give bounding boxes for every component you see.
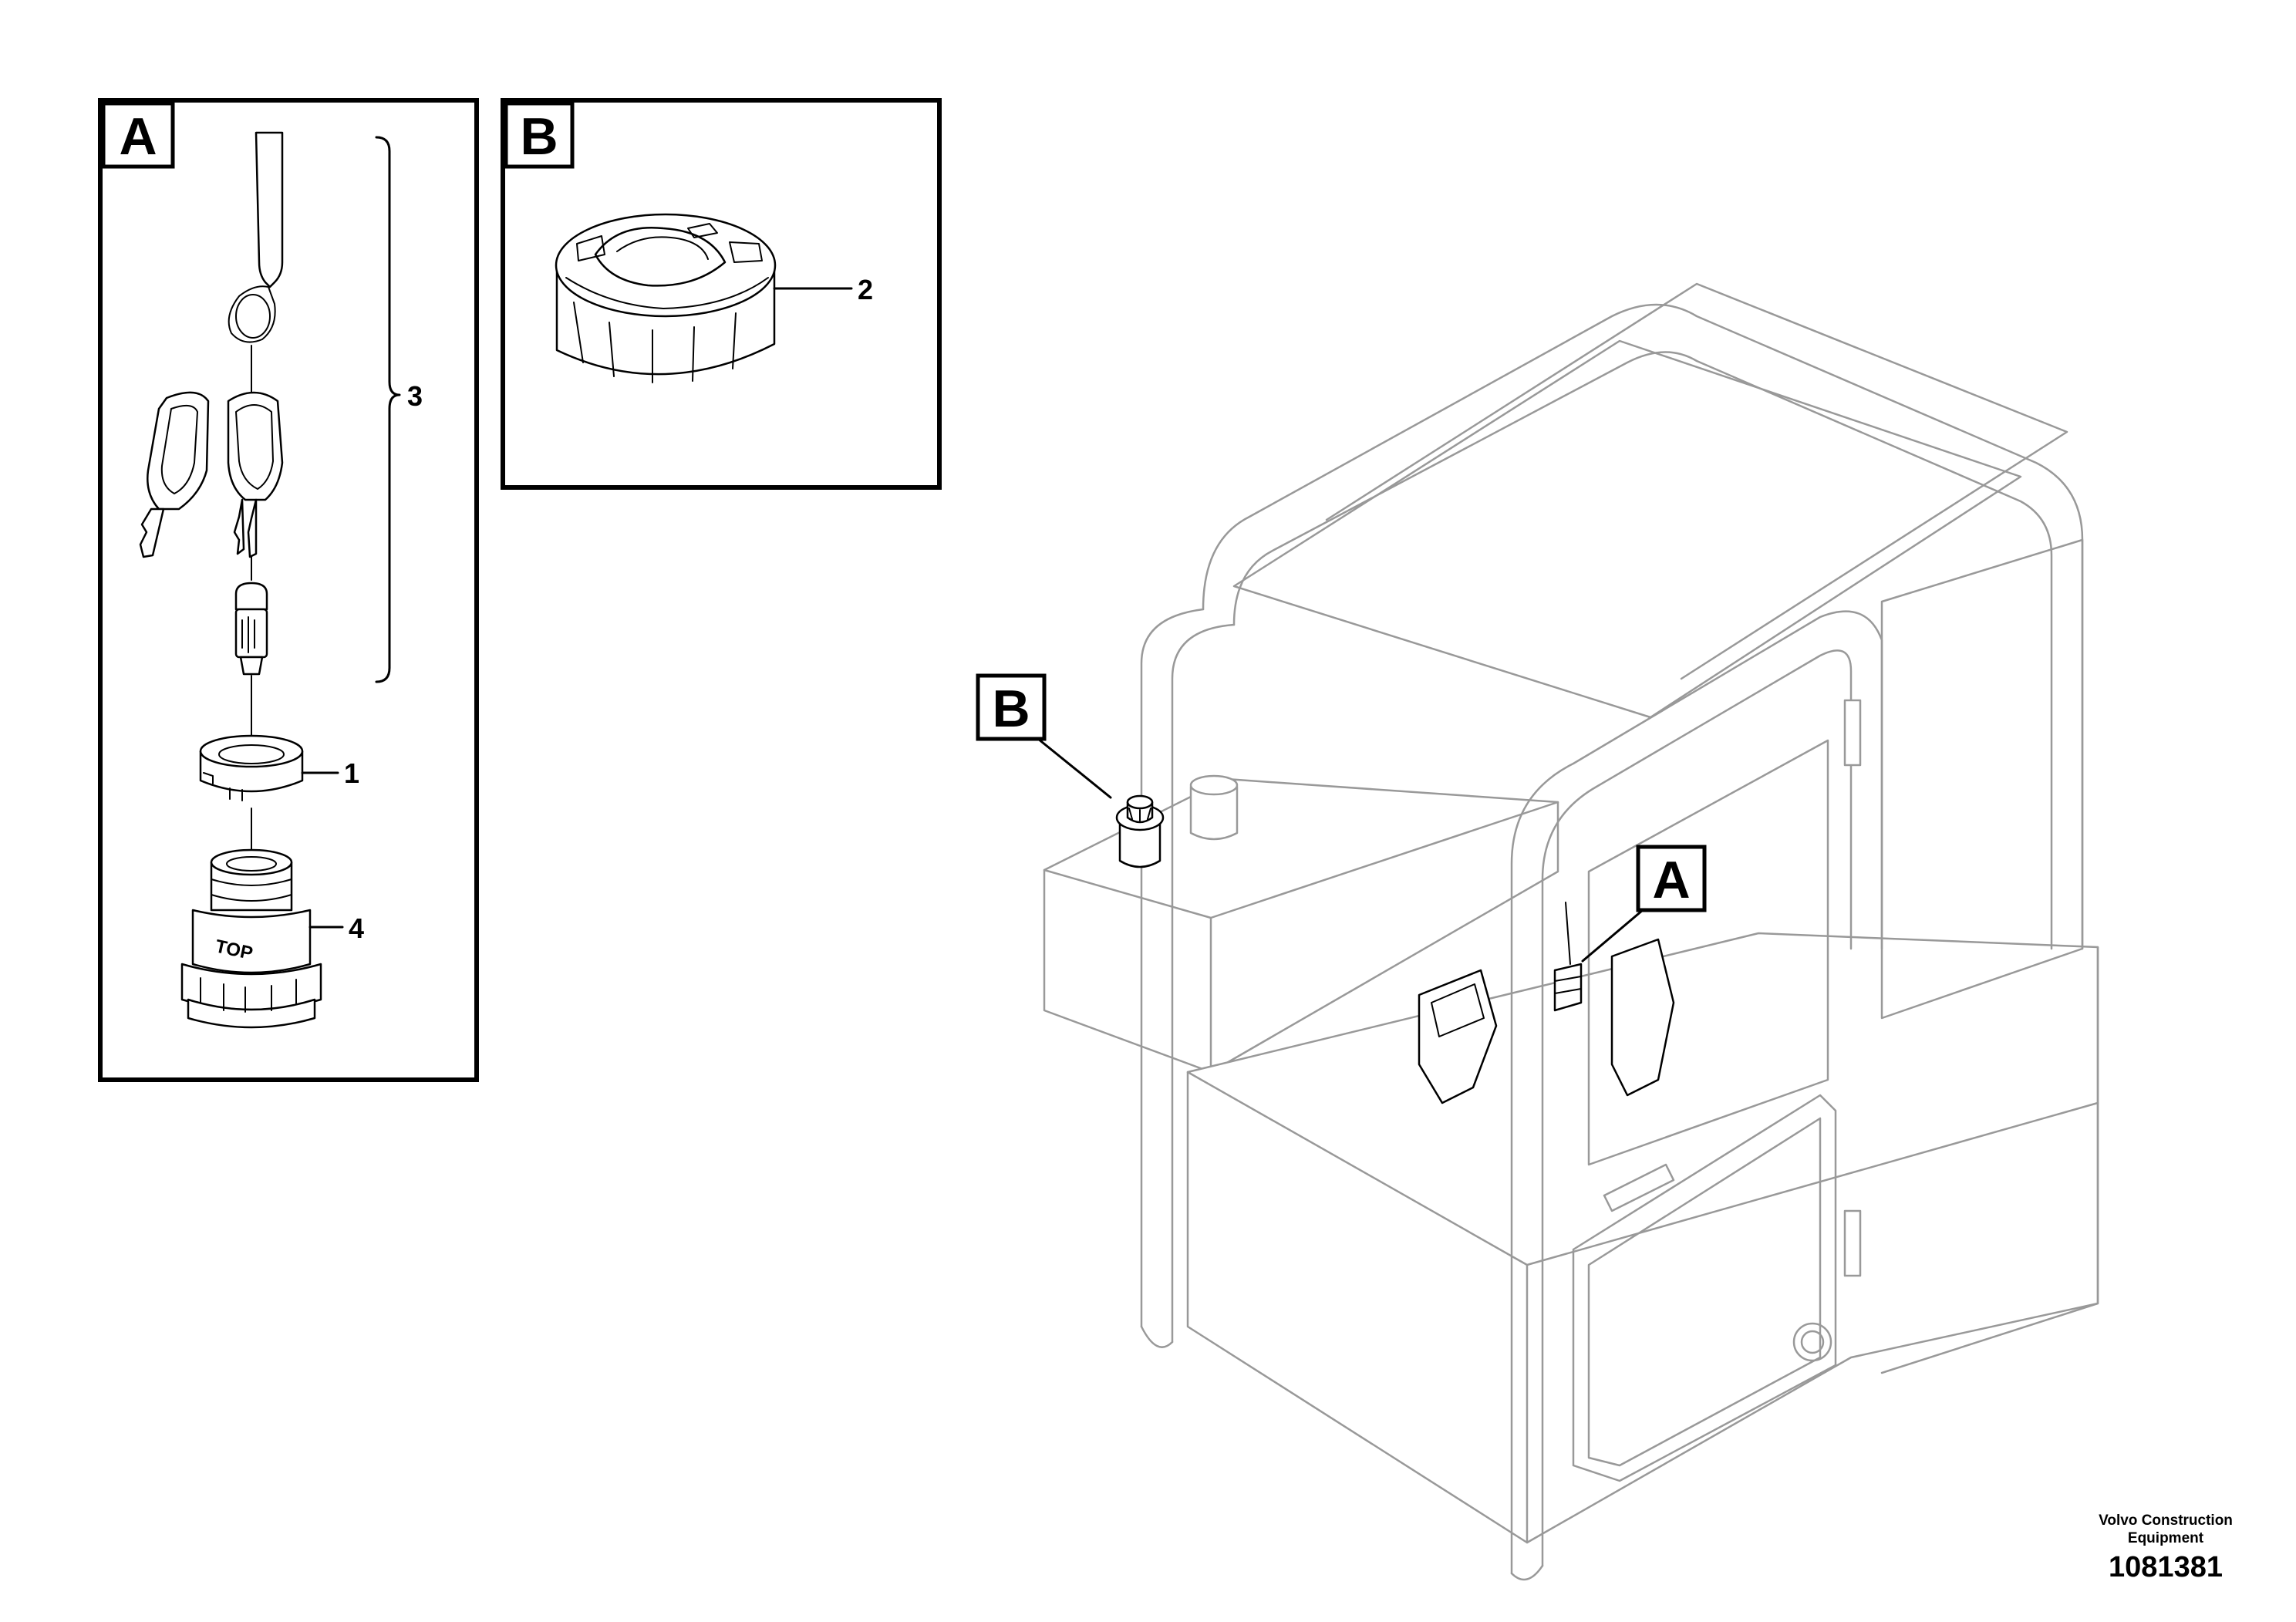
collar-part-1: [199, 734, 304, 801]
fuel-cap-location: [1115, 794, 1165, 868]
detail-a-panel: A 3: [98, 98, 479, 1082]
ignition-switch-part-4: TOP: [180, 848, 322, 1029]
company-line-1: Volvo Construction: [2099, 1512, 2233, 1529]
group-3-bracket: [375, 136, 401, 683]
key-left: [139, 391, 210, 558]
key-right: [227, 391, 284, 558]
fuel-cap-part-2: [555, 213, 777, 383]
cab-callout-a-text: A: [1652, 851, 1690, 909]
document-number: 1081381: [2109, 1551, 2223, 1583]
cab-callout-b: B: [976, 673, 1112, 799]
detail-b-tag: B: [520, 107, 558, 166]
key-tag: [228, 131, 284, 343]
footer: Volvo Construction Equipment 1081381: [2099, 1512, 2233, 1583]
console: [1418, 938, 1675, 1104]
detail-b-panel: B 2: [501, 98, 942, 490]
cab-callout-a: A: [1581, 845, 1707, 963]
part-4-label: 4: [349, 912, 364, 944]
part-3-label: 3: [407, 380, 423, 412]
ignition-location: [1553, 902, 1583, 1012]
cab-callout-b-text: B: [992, 679, 1030, 738]
company-line-2: Equipment: [2128, 1530, 2204, 1546]
lock-cylinder: [234, 582, 268, 676]
part-2-label: 2: [858, 274, 873, 305]
cab-illustration: [1043, 282, 2099, 1581]
detail-a-tag: A: [119, 107, 157, 166]
part-1-label: 1: [344, 757, 359, 789]
